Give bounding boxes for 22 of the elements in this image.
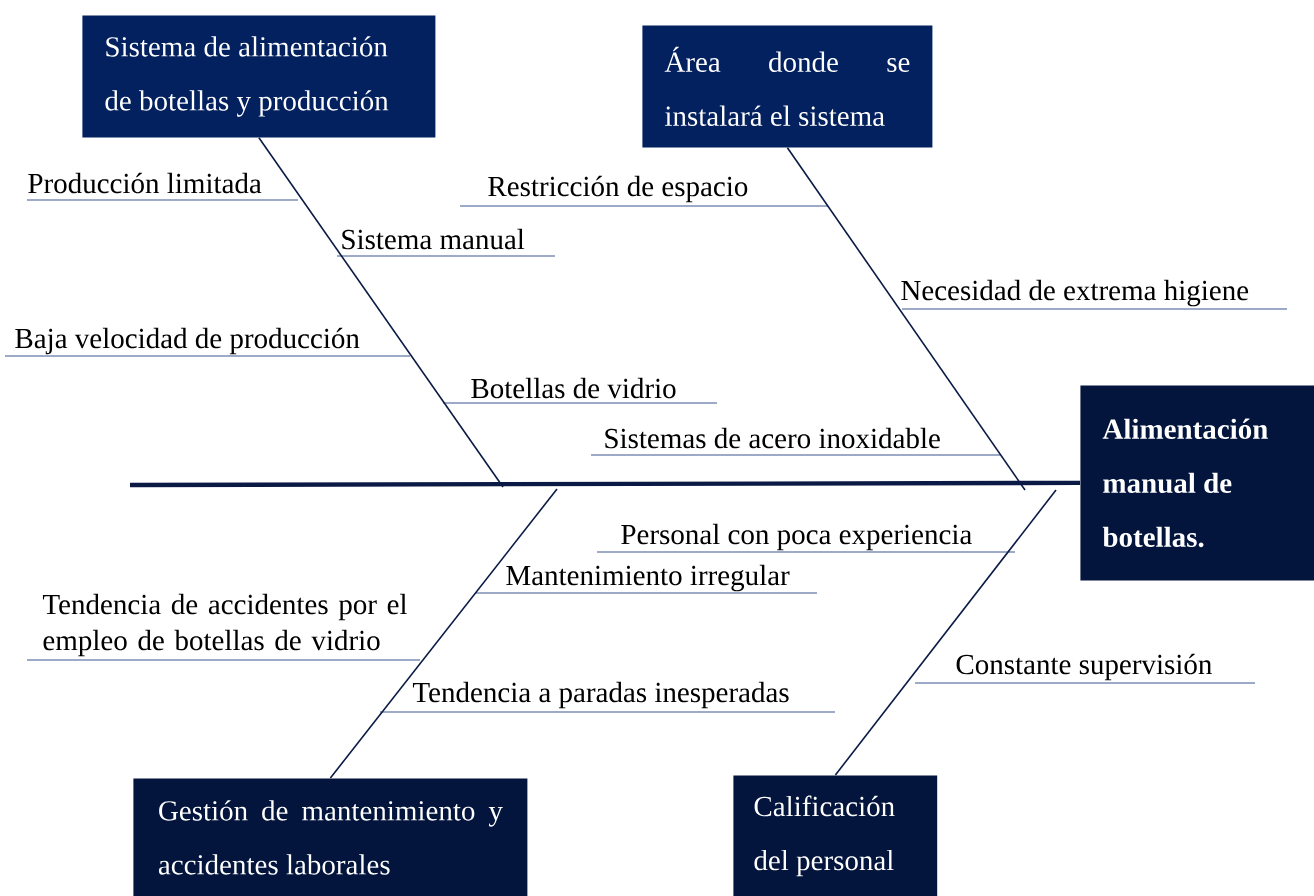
category-box: Área donde se instalará el sistema [642,25,933,148]
cause-label: Tendencia a paradas inesperadas [412,681,789,709]
bone-line [834,489,1057,776]
cause-label: Sistemas de acero inoxidable [605,427,940,449]
cause-label: Tendencia de accidentes por el empleo de botellas de vidrio [42,593,407,657]
bone-line [329,488,558,779]
cause-label: Necesidad de extrema higiene [901,279,1249,307]
cause-label: Mantenimiento irregular [506,564,790,592]
cause-label: Restricción de espacio [488,175,748,203]
cause-label: Personal con poca experiencia [621,523,972,551]
cause-label: Sistema manual [342,228,525,250]
cause-label: Botellas de vidrio [471,377,676,399]
bone-line [258,137,504,488]
category-box: Gestión de mantenimiento y accidentes laborales [133,778,528,896]
spine [130,480,1080,488]
bone-line [786,147,1026,491]
cause-label: Constante supervisión [956,653,1212,681]
category-box: Calificación del personal [733,775,938,896]
cause-label: Producción limitada [28,172,262,194]
cause-label: Baja velocidad de producción [15,327,360,355]
category-box: Sistema de alimentación de botellas y producción [82,15,436,138]
effect-box: Alimentación manual de botellas. [1080,385,1314,581]
